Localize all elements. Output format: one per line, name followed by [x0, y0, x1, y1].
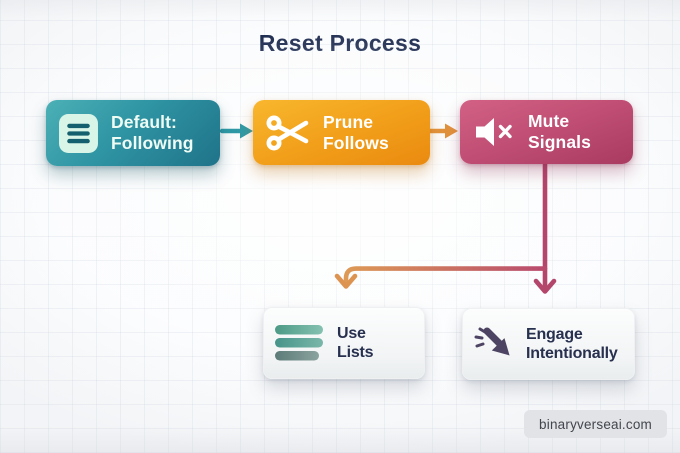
arrow-following-to-prune [219, 123, 253, 139]
node-default-following: Default: Following [46, 100, 220, 166]
node-label-line1: Mute [528, 111, 570, 132]
arrow-prune-to-mute [424, 123, 458, 139]
node-engage-intentionally: Engage Intentionally [462, 308, 635, 380]
node-mute-signals: Mute Signals [460, 100, 633, 164]
node-label: Default: Following [111, 112, 194, 153]
node-label-line1: Prune [323, 111, 374, 132]
node-label-line1: Use [337, 324, 366, 342]
connector-mute-to-uselists [343, 266, 548, 288]
node-label: Mute Signals [528, 111, 591, 152]
arrowhead-engage [533, 278, 557, 294]
watermark-badge: binaryverseai.com [524, 410, 667, 438]
node-label-line1: Engage [526, 325, 583, 343]
list-bars-icon [274, 322, 326, 364]
node-label-line2: Signals [528, 132, 591, 152]
watermark-text: binaryverseai.com [539, 416, 652, 432]
node-label-line2: Intentionally [526, 345, 618, 362]
node-label: Engage Intentionally [526, 325, 618, 363]
node-label: Use Lists [337, 324, 374, 362]
list-icon [58, 113, 99, 154]
node-label-line2: Follows [323, 132, 389, 153]
node-prune-follows: Prune Follows [253, 100, 430, 165]
arrowhead-uselists [334, 273, 358, 289]
node-label-line1: Default: [111, 112, 177, 133]
node-label-line2: Lists [337, 344, 374, 361]
cursor-click-icon [473, 322, 515, 366]
scissors-icon [265, 112, 311, 154]
node-use-lists: Use Lists [263, 307, 425, 379]
page-title: Reset Process [258, 30, 422, 56]
node-label: Prune Follows [323, 112, 389, 153]
speaker-mute-icon [472, 114, 516, 150]
node-label-line2: Following [111, 133, 194, 153]
